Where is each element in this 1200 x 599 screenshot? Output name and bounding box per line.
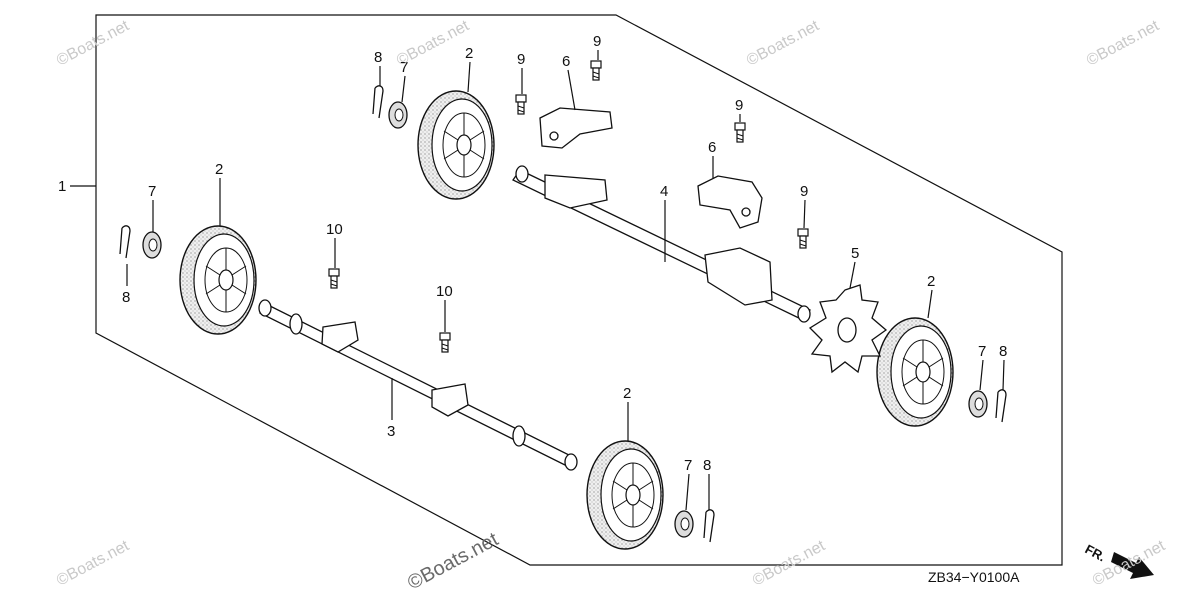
callout-9: 9 bbox=[593, 33, 601, 50]
wheel-front-left bbox=[179, 225, 257, 335]
callout-2: 2 bbox=[623, 385, 631, 402]
axle-3 bbox=[258, 299, 578, 471]
axle-4-mount-right bbox=[704, 247, 773, 306]
callout-8: 8 bbox=[703, 457, 711, 474]
wheel-rear-left bbox=[417, 90, 495, 200]
watermark: ©Boats.net bbox=[394, 17, 473, 70]
watermark: ©Boats.net bbox=[750, 537, 829, 590]
axle-3-mount-right bbox=[431, 383, 469, 417]
callout-7: 7 bbox=[148, 183, 156, 200]
bracket-6-lower bbox=[697, 175, 763, 229]
bolt-9-b bbox=[515, 94, 527, 115]
callout-numbers: 8 7 2 9 6 9 9 6 9 4 5 2 7 8 2 7 8 10 10 … bbox=[122, 33, 1007, 474]
bolt-10-b bbox=[439, 332, 451, 353]
callout-7: 7 bbox=[978, 343, 986, 360]
direction-label: FR. bbox=[1083, 541, 1109, 564]
axle-4-mount-left bbox=[544, 174, 608, 209]
callout-6: 6 bbox=[562, 53, 570, 70]
arrow-right-icon bbox=[1111, 552, 1154, 579]
callout-4: 4 bbox=[660, 183, 668, 200]
wheel-front-right bbox=[586, 440, 664, 550]
washer-7-b bbox=[142, 231, 162, 259]
callout-3: 3 bbox=[387, 423, 395, 440]
callout-6: 6 bbox=[708, 139, 716, 156]
axle-3-mount-left bbox=[321, 321, 359, 353]
callout-9: 9 bbox=[800, 183, 808, 200]
bolt-10-a bbox=[328, 268, 340, 289]
callout-7: 7 bbox=[400, 59, 408, 76]
callout-5: 5 bbox=[851, 245, 859, 262]
pin-8-d bbox=[703, 509, 715, 543]
callout-8: 8 bbox=[122, 289, 130, 306]
washer-7-d bbox=[674, 510, 694, 538]
callout-2: 2 bbox=[927, 273, 935, 290]
watermark: ©Boats.net bbox=[744, 17, 823, 70]
callout-2: 2 bbox=[215, 161, 223, 178]
callout-9: 9 bbox=[735, 97, 743, 114]
washer-7-c bbox=[968, 390, 988, 418]
leader-lines bbox=[126, 50, 1005, 511]
callout-1: 1 bbox=[58, 178, 66, 195]
callout-8: 8 bbox=[999, 343, 1007, 360]
diagram-code: ZB34−Y0100A bbox=[928, 569, 1020, 585]
callout-9: 9 bbox=[517, 51, 525, 68]
pin-8-a bbox=[372, 85, 384, 119]
bolt-9-d bbox=[797, 228, 809, 249]
callout-10: 10 bbox=[436, 283, 453, 300]
pin-8-c bbox=[995, 389, 1007, 423]
watermark: ©Boats.net bbox=[1084, 17, 1163, 70]
callout-2: 2 bbox=[465, 45, 473, 62]
wheel-rear-right bbox=[876, 317, 954, 427]
watermark: ©Boats.net bbox=[54, 17, 133, 70]
bracket-6-upper bbox=[539, 107, 613, 149]
bolt-9-a bbox=[590, 60, 602, 81]
callout-10: 10 bbox=[326, 221, 343, 238]
pin-8-b bbox=[119, 225, 131, 259]
assembly-frame bbox=[95, 14, 1063, 566]
bolt-9-c bbox=[734, 122, 746, 143]
watermark: ©Boats.net bbox=[54, 537, 133, 590]
callout-7: 7 bbox=[684, 457, 692, 474]
washer-7-a bbox=[388, 101, 408, 129]
watermark-main: ©Boats.net bbox=[404, 528, 502, 594]
callout-8: 8 bbox=[374, 49, 382, 66]
